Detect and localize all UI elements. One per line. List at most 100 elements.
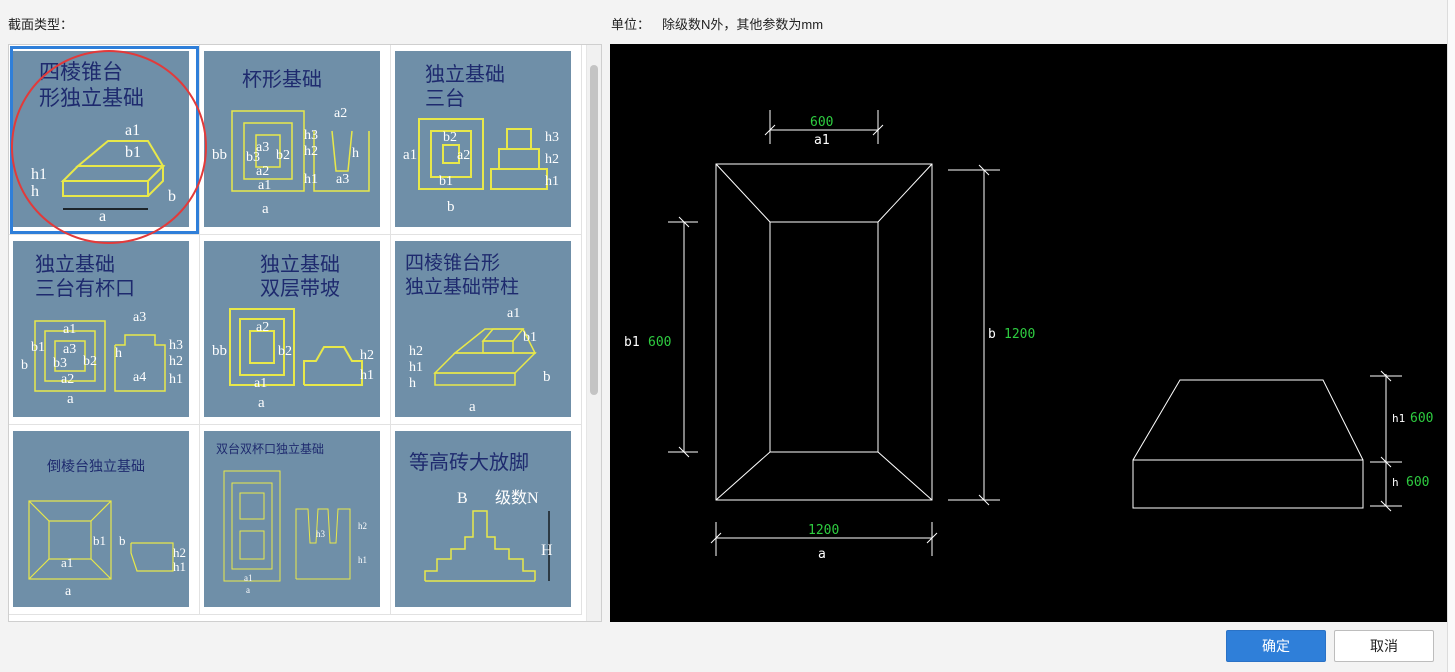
thumb-title: 倒棱台独立基础 xyxy=(47,458,145,475)
section-item-pyramid-frustum[interactable]: 四棱锥台 形独立基础 a b a1 b1 h1 h xyxy=(9,45,200,235)
thumb-pyramid-frustum: 四棱锥台 形独立基础 a b a1 b1 h1 h xyxy=(13,51,189,227)
dim-b1: b1 xyxy=(31,340,45,355)
section-type-label: 截面类型： xyxy=(8,17,74,32)
dim-a: a xyxy=(469,399,476,415)
dim-a1: a1 xyxy=(507,306,520,321)
dim-a1-side: a1 xyxy=(403,147,417,163)
dim-a3: a3 xyxy=(256,140,269,155)
cancel-button[interactable]: 取消 xyxy=(1334,630,1434,662)
section-item-double-slope[interactable]: 独立基础 双层带坡 a2 bb b2 a1 a h2 h1 xyxy=(200,235,391,425)
dim-h1: h1 xyxy=(304,172,318,187)
gallery-scrollbar[interactable] xyxy=(586,45,601,621)
dim-b: b xyxy=(543,369,551,385)
thumb-three-tier-cup: 独立基础 三台有杯口 a1 b1 a3 b3 b2 a2 b a a3 h xyxy=(13,241,189,417)
section-item-brick-footing[interactable]: 等高砖大放脚 B 级数N H xyxy=(391,425,582,615)
dim-h2: h2 xyxy=(360,348,374,363)
thumb-title: 四棱锥台形 xyxy=(405,252,500,274)
b1-value: 600 xyxy=(648,335,671,350)
dim-B: B xyxy=(457,490,468,507)
dim-h: h xyxy=(352,146,359,161)
section-item-three-tier[interactable]: 独立基础 三台 a1 b2 a2 b1 b h3 h2 h1 xyxy=(391,45,582,235)
section-item-double-cup[interactable]: 双台双杯口独立基础 h3 h2 h1 a1 a xyxy=(200,425,391,615)
dim-h1: h1 xyxy=(358,555,367,565)
dim-a1: a1 xyxy=(258,178,271,193)
dim-b3: b3 xyxy=(53,356,67,371)
thumb-brick-footing: 等高砖大放脚 B 级数N H xyxy=(395,431,571,607)
dim-h2: h2 xyxy=(173,545,186,560)
dim-h1: h1 xyxy=(173,559,186,574)
dim-a: a xyxy=(246,585,250,595)
dim-a1: a1 xyxy=(63,322,76,337)
thumb-title: 独立基础 xyxy=(260,252,340,276)
thumb-subtitle: 形独立基础 xyxy=(39,86,144,110)
h-value: 600 xyxy=(1406,475,1429,490)
section-item-pyramid-with-column[interactable]: 四棱锥台形 独立基础带柱 a1 b1 h2 h1 h b a xyxy=(391,235,582,425)
ok-button[interactable]: 确定 xyxy=(1226,630,1326,662)
dim-h3: h3 xyxy=(169,338,183,353)
section-item-inverted-frustum[interactable]: 倒棱台独立基础 b1 b a1 a h2 h1 xyxy=(9,425,200,615)
dim-h1: h1 xyxy=(545,174,559,189)
dim-b2: b2 xyxy=(276,148,290,163)
dim-b1: b1 xyxy=(93,533,106,548)
thumb-subtitle: 独立基础带柱 xyxy=(405,276,519,298)
thumb-title: 双台双杯口独立基础 xyxy=(216,441,324,456)
b-label: b xyxy=(988,327,996,342)
dim-bb: bb xyxy=(212,343,227,359)
dim-b3: b3 xyxy=(246,150,260,165)
thumb-subtitle: 三台 xyxy=(425,86,465,110)
dim-a3: a3 xyxy=(63,342,76,357)
dim-h3: h3 xyxy=(545,130,559,145)
dim-a2-side: a2 xyxy=(334,106,347,121)
dim-b2: b2 xyxy=(83,354,97,369)
dim-b2: b2 xyxy=(443,130,457,145)
preview-canvas: 600 a1 1200 a b1 600 b 1200 h1 600 h 600 xyxy=(610,44,1447,622)
dim-a2: a2 xyxy=(457,148,470,163)
dim-a: a xyxy=(258,395,265,411)
dim-h2: h2 xyxy=(409,344,423,359)
dim-h: h xyxy=(31,183,39,200)
thumb-cup-foundation: 杯形基础 bb a3 b3 b2 a2 a1 a a2 h3 h2 h xyxy=(204,51,380,227)
a-value: 1200 xyxy=(808,523,839,538)
dim-a2: a2 xyxy=(256,320,269,335)
section-item-three-tier-cup[interactable]: 独立基础 三台有杯口 a1 b1 a3 b3 b2 a2 b a a3 h xyxy=(9,235,200,425)
section-item-cup-foundation[interactable]: 杯形基础 bb a3 b3 b2 a2 a1 a a2 h3 h2 h xyxy=(200,45,391,235)
gallery-scrollbar-thumb[interactable] xyxy=(590,65,598,395)
section-type-gallery: 四棱锥台 形独立基础 a b a1 b1 h1 h xyxy=(8,44,602,622)
dim-h2: h2 xyxy=(545,152,559,167)
thumb-three-tier: 独立基础 三台 a1 b2 a2 b1 b h3 h2 h1 xyxy=(395,51,571,227)
dim-b1: b1 xyxy=(523,330,537,345)
thumb-pyramid-with-column: 四棱锥台形 独立基础带柱 a1 b1 h2 h1 h b a xyxy=(395,241,571,417)
dim-b1: b1 xyxy=(439,174,453,189)
window-edge xyxy=(1447,0,1455,672)
dim-a3-side: a3 xyxy=(336,172,349,187)
dim-h2: h2 xyxy=(358,521,367,531)
thumb-double-slope: 独立基础 双层带坡 a2 bb b2 a1 a h2 h1 xyxy=(204,241,380,417)
dim-b2: b2 xyxy=(278,344,292,359)
dim-h3: h3 xyxy=(316,529,326,539)
dim-a: a xyxy=(99,208,106,225)
dim-bb: bb xyxy=(212,147,227,163)
h1-label: h1 xyxy=(1392,412,1405,425)
dim-b: b xyxy=(21,358,28,373)
thumb-title: 杯形基础 xyxy=(242,67,322,91)
h1-value: 600 xyxy=(1410,411,1433,426)
thumb-subtitle: 双层带坡 xyxy=(260,276,340,300)
dim-h: h xyxy=(115,346,122,361)
a1-label: a1 xyxy=(814,133,830,148)
thumb-double-cup: 双台双杯口独立基础 h3 h2 h1 a1 a xyxy=(204,431,380,607)
b1-label: b1 xyxy=(624,335,640,350)
unit-note: 除级数N外，其他参数为mm xyxy=(662,17,824,32)
dim-h1: h1 xyxy=(31,166,47,183)
h-label: h xyxy=(1392,476,1399,489)
dim-h2: h2 xyxy=(304,144,318,159)
dim-a1: a1 xyxy=(125,122,140,139)
unit-label: 单位： xyxy=(611,17,651,32)
dim-a: a xyxy=(65,584,72,599)
dim-b: b xyxy=(119,533,126,548)
dim-a2: a2 xyxy=(256,164,269,179)
dim-a1: a1 xyxy=(61,555,73,570)
dim-h1: h1 xyxy=(169,372,183,387)
b-value: 1200 xyxy=(1004,327,1035,342)
dim-h1: h1 xyxy=(409,360,423,375)
thumb-inverted-frustum: 倒棱台独立基础 b1 b a1 a h2 h1 xyxy=(13,431,189,607)
